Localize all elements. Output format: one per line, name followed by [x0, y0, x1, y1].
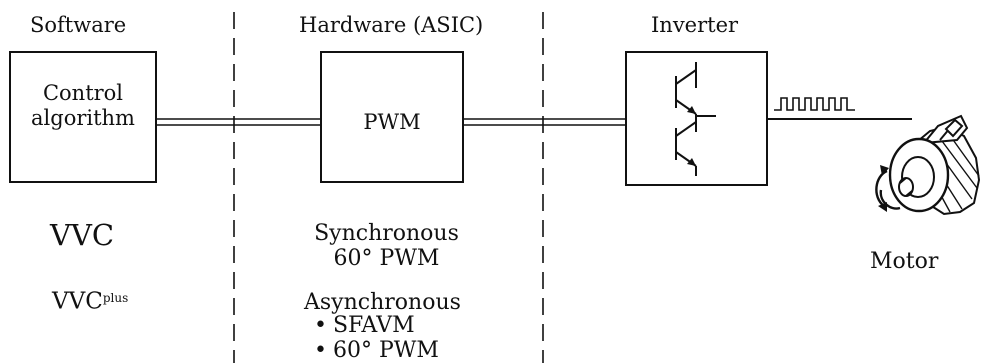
emitter-arrow-bottom	[687, 158, 696, 166]
pwm-pulse-icon	[774, 97, 855, 111]
vvc-plus-superscript: plus	[102, 291, 129, 305]
control-algorithm-label-line2: algorithm	[31, 105, 135, 130]
control-algorithm-label: Control algorithm	[10, 81, 156, 131]
emitter-arrow-top	[687, 106, 696, 114]
vvc-plus-label: VVCplus	[52, 290, 128, 314]
asynchronous-label: Asynchronous	[304, 290, 461, 315]
synchronous-label-line1: Synchronous	[314, 221, 459, 246]
connector-pwm-inverter	[463, 118, 626, 126]
control-algorithm-box	[9, 51, 157, 183]
vvc-plus-base: VVC	[52, 288, 103, 315]
rotation-arrow-icon-2	[878, 202, 887, 212]
connector-control-pwm	[156, 118, 321, 126]
rotation-arrow-icon	[880, 165, 889, 176]
synchronous-pwm-label: Synchronous 60° PWM	[294, 221, 479, 272]
column-header-hardware: Hardware (ASIC)	[299, 13, 484, 37]
column-header-inverter: Inverter	[651, 13, 739, 37]
asynchronous-item: 60° PWM	[314, 338, 439, 363]
motor-icon	[875, 114, 981, 216]
vvc-label: VVC	[50, 218, 115, 252]
motor-label: Motor	[870, 249, 939, 274]
asynchronous-item: SFAVM	[314, 313, 439, 338]
control-algorithm-label-line1: Control	[42, 81, 124, 105]
column-header-software: Software	[30, 13, 127, 37]
transistor-icon	[675, 62, 716, 176]
pwm-label: PWM	[363, 110, 421, 134]
synchronous-label-line2: 60° PWM	[333, 246, 440, 272]
asynchronous-list: SFAVM 60° PWM	[314, 313, 439, 364]
pwm-box	[320, 51, 464, 183]
